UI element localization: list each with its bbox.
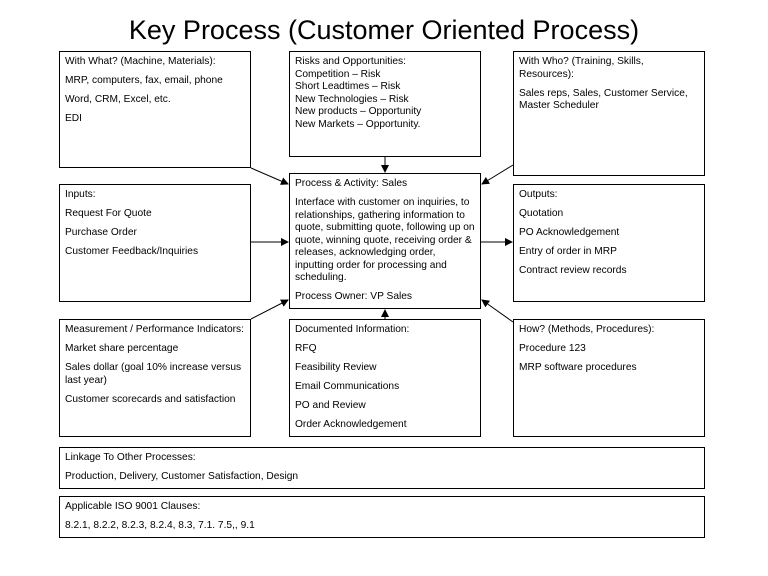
with-what-item: MRP, computers, fax, email, phone — [65, 75, 223, 86]
arrow-measurement-to-process — [250, 299, 289, 320]
how-item: Procedure 123 — [519, 343, 586, 354]
with-what-box: With What? (Machine, Materials): MRP, co… — [59, 51, 251, 168]
outputs-item: Quotation — [519, 208, 564, 219]
outputs-item: Contract review records — [519, 265, 627, 276]
outputs-item: PO Acknowledgement — [519, 227, 620, 238]
risks-heading: Risks and Opportunities: — [295, 56, 406, 67]
arrow-with-who-to-process — [481, 164, 514, 185]
risks-box: Risks and Opportunities: Competition – R… — [289, 51, 481, 157]
arrow-how-to-process — [481, 299, 514, 323]
process-box: Process & Activity: Sales Interface with… — [289, 173, 481, 309]
with-who-box: With Who? (Training, Skills, Resources):… — [513, 51, 705, 176]
measurement-box: Measurement / Performance Indicators: Ma… — [59, 319, 251, 437]
outputs-item: Entry of order in MRP — [519, 246, 617, 257]
how-item: MRP software procedures — [519, 362, 637, 373]
risks-item: New Technologies – Risk — [295, 93, 409, 105]
process-description: Interface with customer on inquiries, to… — [295, 197, 475, 283]
documented-box: Documented Information: RFQ Feasibility … — [289, 319, 481, 437]
documented-item: PO and Review — [295, 400, 366, 411]
measurement-item: Sales dollar (goal 10% increase versus l… — [65, 362, 242, 386]
risks-item: New Markets – Opportunity. — [295, 118, 421, 130]
process-heading: Process & Activity: Sales — [295, 178, 408, 189]
documented-item: Feasibility Review — [295, 362, 377, 373]
risks-item: Competition – Risk — [295, 68, 381, 80]
iso-heading: Applicable ISO 9001 Clauses: — [65, 501, 201, 512]
with-who-heading: With Who? (Training, Skills, Resources): — [519, 56, 644, 80]
inputs-item: Purchase Order — [65, 227, 137, 238]
iso-text: 8.2.1, 8.2.2, 8.2.3, 8.2.4, 8.3, 7.1. 7.… — [65, 520, 255, 531]
measurement-heading: Measurement / Performance Indicators: — [65, 324, 244, 335]
documented-item: Order Acknowledgement — [295, 419, 407, 430]
page-title: Key Process (Customer Oriented Process) — [128, 15, 640, 45]
inputs-item: Customer Feedback/Inquiries — [65, 246, 199, 257]
arrow-with-what-to-process — [250, 167, 289, 185]
iso-box: Applicable ISO 9001 Clauses: 8.2.1, 8.2.… — [59, 496, 705, 538]
linkage-box: Linkage To Other Processes: Production, … — [59, 447, 705, 489]
inputs-item: Request For Quote — [65, 208, 152, 219]
linkage-heading: Linkage To Other Processes: — [65, 452, 196, 463]
documented-heading: Documented Information: — [295, 324, 410, 335]
with-what-item: EDI — [65, 113, 82, 124]
with-what-item: Word, CRM, Excel, etc. — [65, 94, 171, 105]
with-who-item: Sales reps, Sales, Customer Service, Mas… — [519, 87, 688, 112]
how-heading: How? (Methods, Procedures): — [519, 324, 655, 335]
inputs-heading: Inputs: — [65, 189, 96, 200]
linkage-text: Production, Delivery, Customer Satisfact… — [65, 471, 299, 482]
inputs-box: Inputs: Request For Quote Purchase Order… — [59, 184, 251, 302]
documented-item: RFQ — [295, 343, 317, 354]
risks-item: New products – Opportunity — [295, 106, 422, 117]
process-owner: Process Owner: VP Sales — [295, 291, 413, 302]
outputs-heading: Outputs: — [519, 189, 558, 200]
outputs-box: Outputs: Quotation PO Acknowledgement En… — [513, 184, 705, 302]
documented-item: Email Communications — [295, 381, 400, 392]
measurement-item: Customer scorecards and satisfaction — [65, 393, 236, 405]
measurement-item: Market share percentage — [65, 343, 179, 354]
risks-item: Short Leadtimes – Risk — [295, 81, 401, 92]
with-what-heading: With What? (Machine, Materials): — [65, 56, 216, 67]
how-box: How? (Methods, Procedures): Procedure 12… — [513, 319, 705, 437]
